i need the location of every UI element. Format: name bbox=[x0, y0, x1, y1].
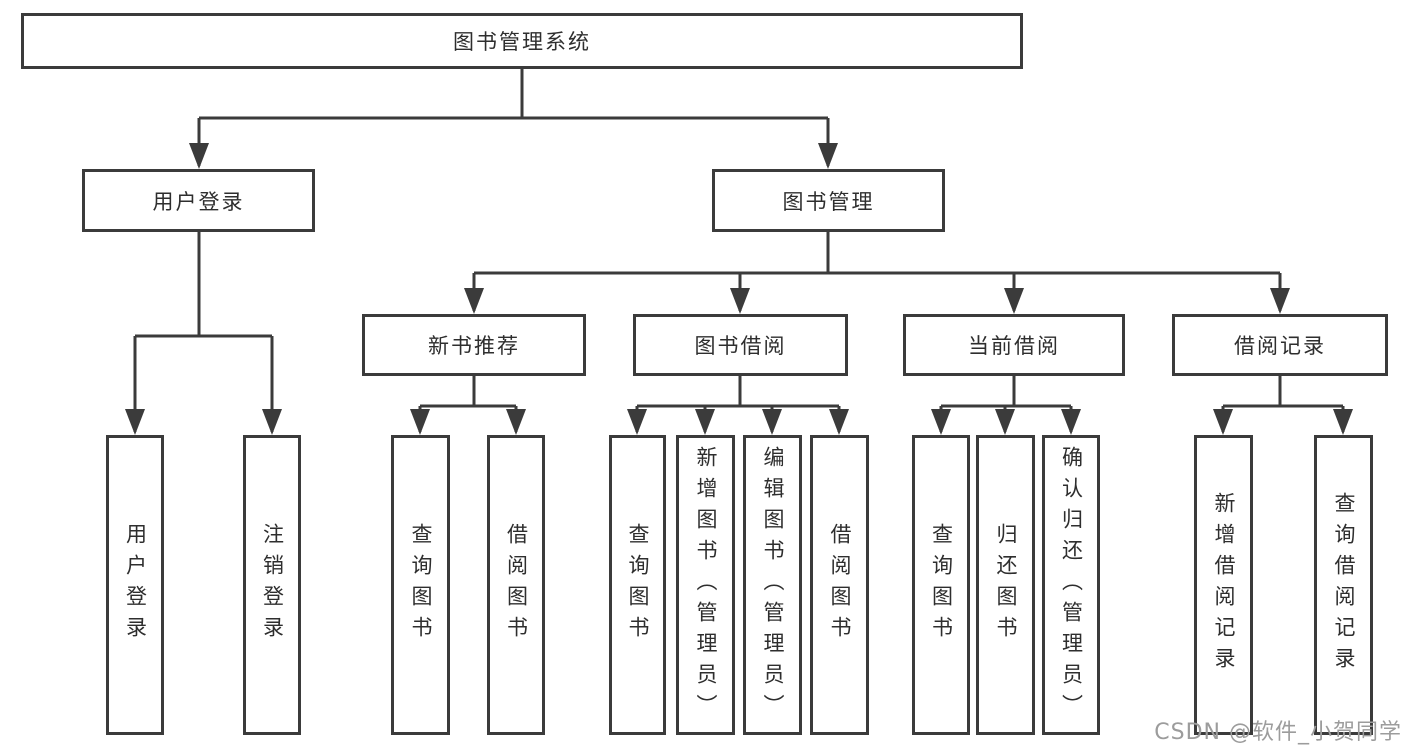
node-new-book-recommend: 新书推荐 bbox=[362, 314, 586, 376]
node-library-system: 图书管理系统 bbox=[21, 13, 1023, 69]
connector-root-to-level2 bbox=[197, 69, 830, 166]
node-add-book-admin: 新增图书（管理员） bbox=[676, 435, 735, 735]
node-query-book-current: 查询图书 bbox=[912, 435, 970, 735]
arrowhead bbox=[1333, 409, 1353, 435]
arrowhead bbox=[627, 409, 647, 435]
node-logout: 注销登录 bbox=[243, 435, 301, 735]
connector-new-book-children bbox=[418, 376, 518, 432]
arrowhead bbox=[995, 409, 1015, 435]
arrowhead bbox=[1004, 288, 1024, 314]
node-user-login: 用户登录 bbox=[82, 169, 315, 232]
node-query-book-recommend: 查询图书 bbox=[391, 435, 450, 735]
arrowhead bbox=[506, 409, 526, 435]
arrowhead bbox=[1213, 409, 1233, 435]
connector-book-mgmt-to-level3 bbox=[472, 232, 1282, 311]
node-query-borrow-record: 查询借阅记录 bbox=[1314, 435, 1373, 735]
node-user-login-action: 用户登录 bbox=[106, 435, 164, 735]
watermark: CSDN @软件_小贺同学 bbox=[1154, 720, 1402, 745]
connector-user-login-children bbox=[133, 232, 274, 432]
node-return-book: 归还图书 bbox=[976, 435, 1035, 735]
arrowhead bbox=[818, 143, 838, 169]
arrowhead bbox=[931, 409, 951, 435]
arrowhead bbox=[829, 409, 849, 435]
arrowhead bbox=[125, 409, 145, 435]
node-query-book-borrow: 查询图书 bbox=[609, 435, 666, 735]
arrowhead bbox=[1061, 409, 1081, 435]
arrowhead bbox=[410, 409, 430, 435]
arrowhead bbox=[1270, 288, 1290, 314]
arrowhead bbox=[762, 409, 782, 435]
arrowhead bbox=[262, 409, 282, 435]
node-book-borrow: 图书借阅 bbox=[633, 314, 848, 376]
node-add-borrow-record: 新增借阅记录 bbox=[1194, 435, 1253, 735]
node-confirm-return-admin: 确认归还（管理员） bbox=[1042, 435, 1100, 735]
arrowhead bbox=[464, 288, 484, 314]
node-edit-book-admin: 编辑图书（管理员） bbox=[743, 435, 802, 735]
arrowhead bbox=[695, 409, 715, 435]
node-borrow-book-action: 借阅图书 bbox=[810, 435, 869, 735]
arrowhead bbox=[189, 143, 209, 169]
connector-book-borrow-children bbox=[635, 376, 841, 432]
node-book-management: 图书管理 bbox=[712, 169, 945, 232]
node-borrow-record: 借阅记录 bbox=[1172, 314, 1388, 376]
connector-borrow-record-children bbox=[1221, 376, 1345, 432]
arrowhead bbox=[730, 288, 750, 314]
node-current-borrow: 当前借阅 bbox=[903, 314, 1125, 376]
node-borrow-book-recommend: 借阅图书 bbox=[487, 435, 545, 735]
